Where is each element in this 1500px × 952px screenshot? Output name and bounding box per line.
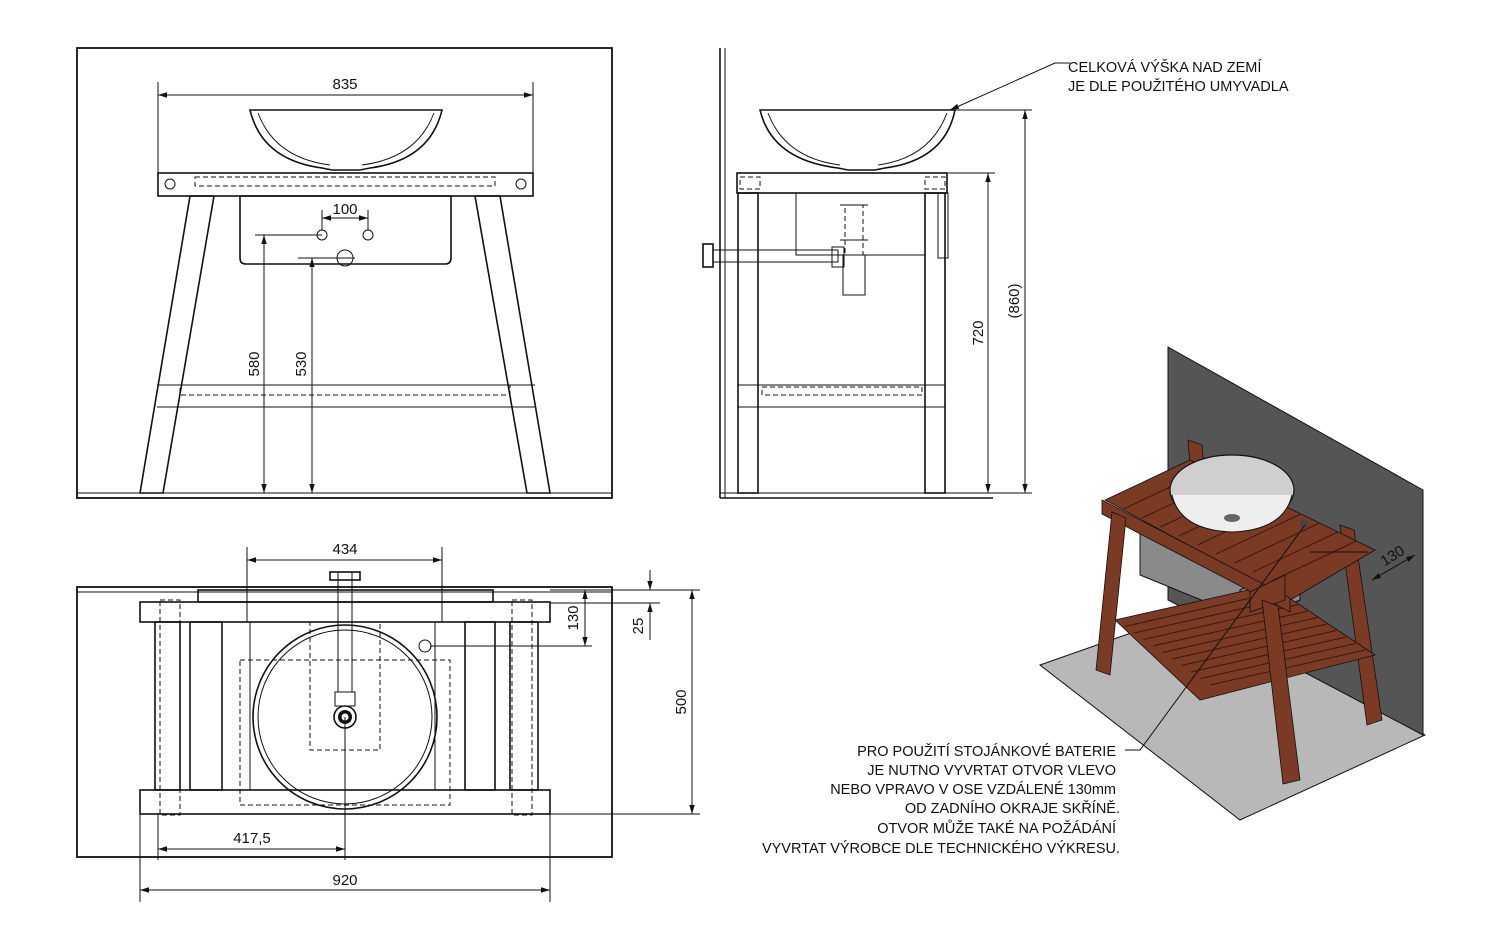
- iso-leg-front-left: [1095, 511, 1127, 676]
- note-line-1: PRO POUŽITÍ STOJÁNKOVÉ BATERIE: [857, 743, 1116, 760]
- side-note-leader: [949, 62, 1070, 111]
- front-view: 835 100 580 530: [76, 47, 613, 499]
- iso-slat-line: [1152, 610, 1309, 647]
- iso-slat-line: [1234, 522, 1320, 564]
- front-bolt-right: [515, 178, 527, 190]
- dim-434: 434: [332, 541, 357, 558]
- iso-slat-line: [1162, 617, 1318, 653]
- iso-slat-line: [1209, 649, 1366, 686]
- side-post-back: [737, 192, 759, 494]
- drilling-note: PRO POUŽITÍ STOJÁNKOVÉ BATERIE JE NUTNO …: [762, 743, 1120, 857]
- dim-860: (860): [1006, 283, 1023, 318]
- iso-slat-line: [1271, 540, 1357, 582]
- side-wall-flange: [702, 243, 714, 268]
- note-line-3: NEBO VPRAVO V OSE VZDÁLENÉ 130mm: [830, 781, 1116, 798]
- side-note-line-2: JE DLE POUŽITÉHO UMYVADLA: [1068, 78, 1289, 95]
- front-basin: [248, 109, 444, 171]
- side-note-line-1: CELKOVÁ VÝŠKA NAD ZEMÍ: [1068, 59, 1261, 76]
- dim-580: 580: [246, 351, 263, 376]
- iso-leg-front-right: [1261, 599, 1301, 785]
- front-shelf: [179, 384, 511, 396]
- dim-iso-130-line: [1371, 554, 1416, 581]
- dim-130: 130: [565, 605, 582, 630]
- front-cabinet: [239, 195, 452, 265]
- dim-100: 100: [332, 201, 357, 218]
- side-top-board: [736, 172, 948, 194]
- front-leg-left: [139, 195, 215, 494]
- note-line-4: OD ZADNÍHO OKRAJE SKŘÍNĚ.: [905, 800, 1120, 817]
- dim-530: 530: [293, 351, 310, 376]
- dim-500: 500: [673, 689, 690, 714]
- iso-slat-line: [1252, 531, 1339, 573]
- iso-slat-line: [1215, 513, 1302, 555]
- note-line-2: JE NUTNO VYVRTAT OTVOR VLEVO: [867, 763, 1116, 779]
- side-basin: [758, 109, 956, 171]
- front-basin-inner: [257, 112, 331, 166]
- front-bolt-left: [164, 178, 176, 190]
- iso-view: 130: [1038, 346, 1427, 821]
- dim-920: 920: [332, 872, 357, 889]
- side-post-front: [924, 192, 946, 494]
- side-shelf: [737, 384, 946, 408]
- iso-tap-hole: [1300, 520, 1308, 528]
- side-siphon: [842, 254, 866, 296]
- iso-slat-line: [1181, 630, 1337, 666]
- side-waste-pipe: [712, 249, 839, 263]
- top-view: 434 130 25 500 417,5 920: [76, 541, 700, 902]
- note-line-6: VYVRTAT VÝROBCE DLE TECHNICKÉHO VÝKRESU.: [762, 840, 1120, 857]
- note-line-5: OTVOR MŮŽE TAKÉ NA POŽÁDÁNÍ: [877, 819, 1116, 837]
- dim-417-5: 417,5: [233, 830, 271, 847]
- front-view-frame: [76, 47, 613, 499]
- iso-note-leader: [1125, 524, 1306, 751]
- dim-25: 25: [630, 618, 647, 635]
- dim-720: 720: [970, 320, 987, 345]
- dim-835: 835: [332, 76, 357, 93]
- iso-slat-line: [1171, 623, 1328, 660]
- side-view: 720 (860) CELKOVÁ VÝŠKA NAD ZEMÍ JE DLE …: [702, 48, 1289, 499]
- side-cabinet: [795, 192, 926, 256]
